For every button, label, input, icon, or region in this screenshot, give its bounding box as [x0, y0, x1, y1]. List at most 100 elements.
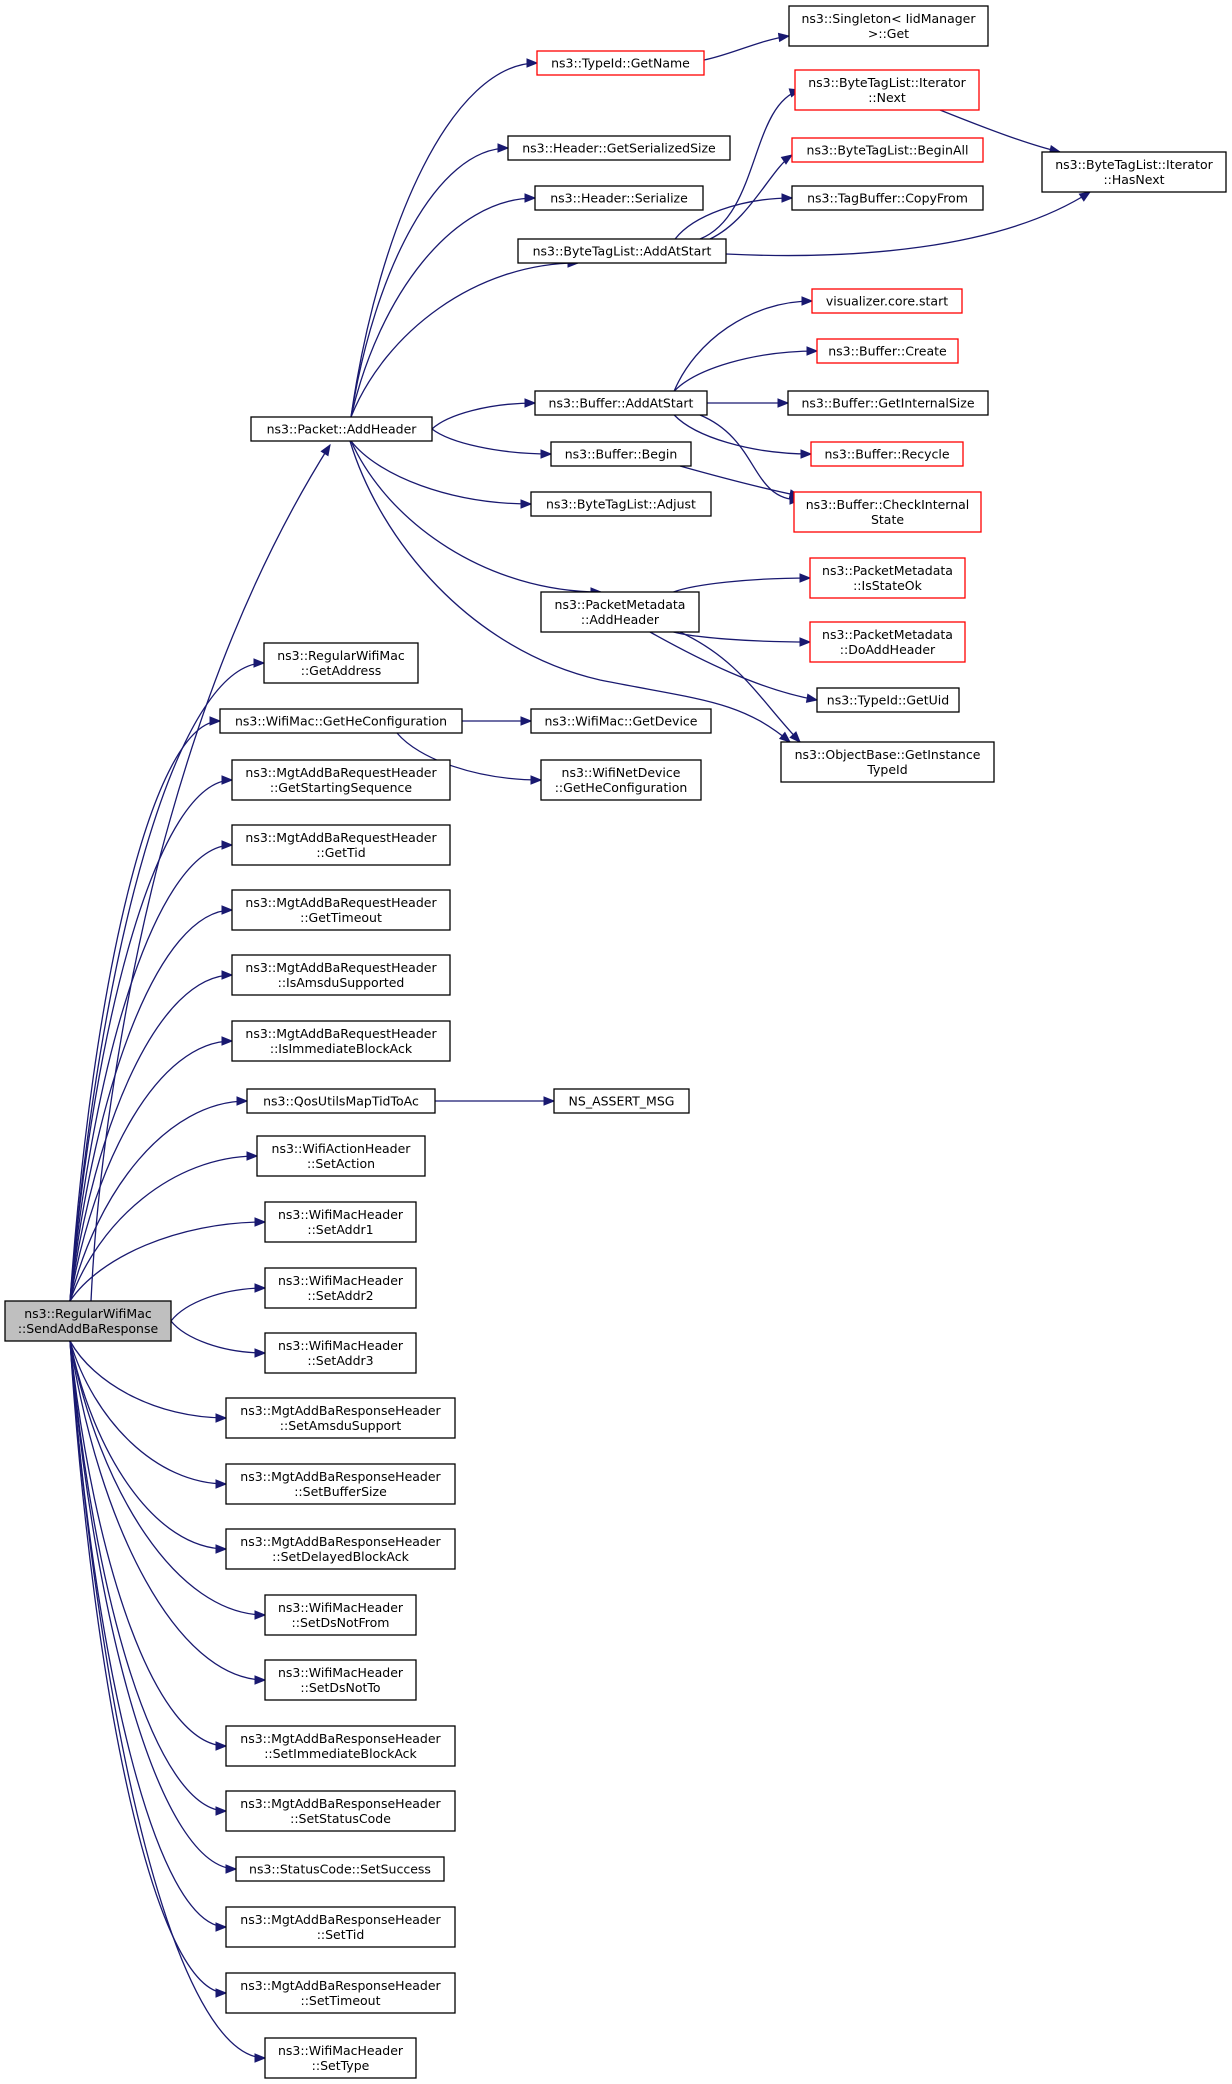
edge-root-to-regularwifimac_getaddress: [69, 658, 266, 1302]
node-box: [517, 238, 727, 264]
node-box: [536, 50, 705, 76]
node-header-serialize[interactable]: ns3::Header::Serialize: [534, 185, 704, 211]
node-req-isimmediateblockack[interactable]: ns3::MgtAddBaRequestHeader::IsImmediateB…: [231, 1020, 451, 1062]
node-packetmetadata-isstateok[interactable]: ns3::PacketMetadata::IsStateOk: [809, 557, 966, 599]
arrowhead-icon: [221, 905, 234, 915]
node-buffer-getinternalsize[interactable]: ns3::Buffer::GetInternalSize: [787, 390, 989, 416]
node-wifimacheader-settype[interactable]: ns3::WifiMacHeader::SetType: [264, 2037, 417, 2079]
node-label: ns3::WifiMac::GetHeConfiguration: [235, 714, 447, 729]
node-regularwifimac-getaddress[interactable]: ns3::RegularWifiMac::GetAddress: [263, 642, 419, 684]
arrowhead-icon: [225, 1864, 238, 1874]
node-buffer-create[interactable]: ns3::Buffer::Create: [816, 338, 959, 364]
node-wifimacheader-setaddr1[interactable]: ns3::WifiMacHeader::SetAddr1: [264, 1201, 417, 1243]
node-label: ns3::Singleton< IidManager: [801, 11, 976, 26]
edge-line: [673, 350, 818, 392]
edge-root-to-req_gettimeout: [69, 905, 234, 1302]
node-wifimacheader-setaddr3[interactable]: ns3::WifiMacHeader::SetAddr3: [264, 1332, 417, 1374]
node-bytetaglist-adjust[interactable]: ns3::ByteTagList::Adjust: [530, 491, 712, 517]
edge-root-to-req_getstartingsequence: [69, 775, 234, 1302]
node-bytetaglist-iterator-hasnext[interactable]: ns3::ByteTagList::Iterator::HasNext: [1041, 151, 1227, 193]
node-packet-addheader[interactable]: ns3::Packet::AddHeader: [250, 416, 433, 442]
node-label: ::SetTid: [317, 1927, 365, 1942]
edge-bytetaglist_addatstart-to-bytetaglist_beginall: [709, 154, 794, 240]
node-wifimacheader-setaddr2[interactable]: ns3::WifiMacHeader::SetAddr2: [264, 1267, 417, 1309]
arrowhead-icon: [526, 58, 539, 68]
node-req-gettid[interactable]: ns3::MgtAddBaRequestHeader::GetTid: [231, 824, 451, 866]
node-label: ::SetDsNotFrom: [292, 1615, 390, 1630]
arrowhead-icon: [215, 1741, 228, 1751]
node-box: [540, 759, 702, 801]
node-label: ::GetHeConfiguration: [555, 780, 688, 795]
node-typeid-getname[interactable]: ns3::TypeId::GetName: [536, 50, 705, 76]
node-label: ::SetTimeout: [300, 1993, 380, 2008]
node-visualizer-core-start[interactable]: visualizer.core.start: [811, 288, 963, 314]
node-packetmetadata-doaddheader[interactable]: ns3::PacketMetadata::DoAddHeader: [809, 621, 966, 663]
node-box: [816, 338, 959, 364]
node-singleton-get[interactable]: ns3::Singleton< IidManager >::Get: [788, 5, 989, 47]
edge-root-to-statuscode_setsuccess: [69, 1340, 238, 1874]
node-req-getstartingsequence[interactable]: ns3::MgtAddBaRequestHeader::GetStartingS…: [231, 759, 451, 801]
node-resp-settimeout[interactable]: ns3::MgtAddBaResponseHeader::SetTimeout: [225, 1972, 456, 2014]
node-box: [246, 1088, 436, 1114]
node-label: ns3::Buffer::Recycle: [824, 447, 949, 462]
node-box: [809, 621, 966, 663]
node-label: ns3::StatusCode::SetSuccess: [249, 1862, 431, 1877]
node-box: [264, 1594, 417, 1636]
node-wifimac-gethecfg[interactable]: ns3::WifiMac::GetHeConfiguration: [219, 708, 463, 734]
node-tagbuffer-copyfrom[interactable]: ns3::TagBuffer::CopyFrom: [791, 185, 984, 211]
node-resp-setamsdusupport[interactable]: ns3::MgtAddBaResponseHeader::SetAmsduSup…: [225, 1397, 456, 1439]
edge-line: [673, 300, 813, 392]
edge-root-to-resp_setdelayedblockack: [69, 1340, 228, 1554]
node-req-isamsdusupported[interactable]: ns3::MgtAddBaRequestHeader::IsAmsduSuppo…: [231, 954, 451, 996]
edge-wifimac_gethecfg-to-wifimac_getdevice: [462, 716, 533, 726]
node-box: [264, 1201, 417, 1243]
node-box: [225, 1463, 456, 1505]
node-bytetaglist-beginall[interactable]: ns3::ByteTagList::BeginAll: [791, 137, 984, 163]
node-box: [1041, 151, 1227, 193]
node-resp-setstatuscode[interactable]: ns3::MgtAddBaResponseHeader::SetStatusCo…: [225, 1790, 456, 1832]
node-label: ns3::TagBuffer::CopyFrom: [807, 191, 968, 206]
node-header-getserializedsize[interactable]: ns3::Header::GetSerializedSize: [507, 135, 731, 161]
node-typeid-getuid[interactable]: ns3::TypeId::GetUid: [816, 687, 960, 713]
node-box: [810, 441, 964, 467]
node-req-gettimeout[interactable]: ns3::MgtAddBaRequestHeader::GetTimeout: [231, 889, 451, 931]
node-resp-setdelayedblockack[interactable]: ns3::MgtAddBaResponseHeader::SetDelayedB…: [225, 1528, 456, 1570]
edge-line: [673, 414, 812, 455]
arrowhead-icon: [520, 499, 533, 509]
arrowhead-icon: [806, 346, 819, 356]
node-wifimacheader-setdsnotto[interactable]: ns3::WifiMacHeader::SetDsNotTo: [264, 1659, 417, 1701]
node-bytetaglist-iterator-next[interactable]: ns3::ByteTagList::Iterator::Next: [794, 69, 980, 111]
node-resp-settid[interactable]: ns3::MgtAddBaResponseHeader::SetTid: [225, 1906, 456, 1948]
node-label: ns3::TypeId::GetName: [551, 56, 690, 71]
arrowhead-icon: [497, 143, 510, 153]
node-resp-setbuffersize[interactable]: ns3::MgtAddBaResponseHeader::SetBufferSi…: [225, 1463, 456, 1505]
node-packetmetadata-addheader[interactable]: ns3::PacketMetadata::AddHeader: [540, 591, 700, 633]
node-ns-assert-msg[interactable]: NS_ASSERT_MSG: [553, 1088, 690, 1114]
arrowhead-icon: [254, 2053, 267, 2063]
node-box: [816, 687, 960, 713]
node-root[interactable]: ns3::RegularWifiMac::SendAddBaResponse: [4, 1300, 172, 1342]
node-buffer-addatstart[interactable]: ns3::Buffer::AddAtStart: [534, 390, 708, 416]
node-buffer-recycle[interactable]: ns3::Buffer::Recycle: [810, 441, 964, 467]
arrowhead-icon: [799, 573, 812, 583]
node-wifimac-getdevice[interactable]: ns3::WifiMac::GetDevice: [530, 708, 712, 734]
node-label: >::Get: [868, 26, 909, 41]
arrowhead-icon: [530, 775, 543, 785]
node-qosutilsmaptidtoac[interactable]: ns3::QosUtilsMapTidToAc: [246, 1088, 436, 1114]
edge-root-to-wifimacheader_settype: [69, 1340, 267, 2063]
node-wifiactionheader-setaction[interactable]: ns3::WifiActionHeader::SetAction: [256, 1135, 426, 1177]
node-box: [225, 1725, 456, 1767]
arrowhead-icon: [253, 658, 266, 668]
node-buffer-begin[interactable]: ns3::Buffer::Begin: [550, 441, 692, 467]
arrowhead-icon: [1078, 191, 1092, 202]
node-bytetaglist-addatstart[interactable]: ns3::ByteTagList::AddAtStart: [517, 238, 727, 264]
node-label: State: [871, 512, 904, 527]
node-resp-setimmediateblockack[interactable]: ns3::MgtAddBaResponseHeader::SetImmediat…: [225, 1725, 456, 1767]
node-statuscode-setsuccess[interactable]: ns3::StatusCode::SetSuccess: [235, 1856, 445, 1882]
edge-line: [725, 191, 1091, 257]
node-wifinetdevice-gethecfg[interactable]: ns3::WifiNetDevice::GetHeConfiguration: [540, 759, 702, 801]
node-wifimacheader-setdsnotfrom[interactable]: ns3::WifiMacHeader::SetDsNotFrom: [264, 1594, 417, 1636]
